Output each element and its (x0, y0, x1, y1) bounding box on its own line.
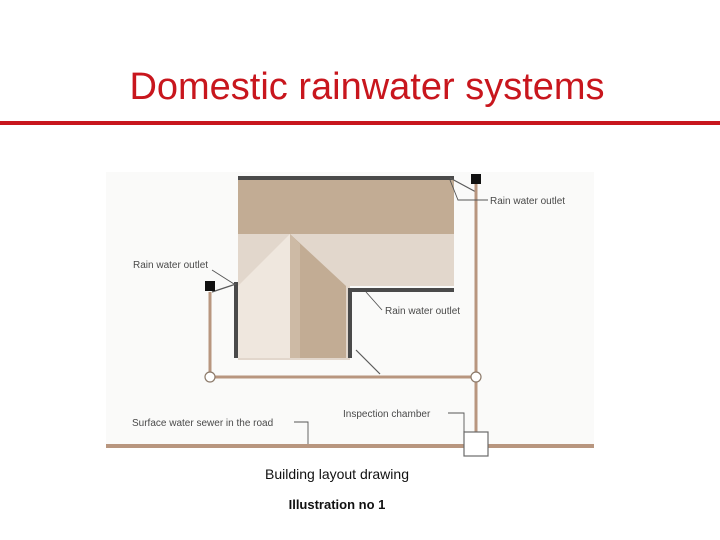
roof-main-section (238, 180, 454, 234)
pipe-bend-left (204, 371, 216, 383)
leader-inner (365, 291, 383, 311)
title-underline (0, 121, 720, 125)
downpipe-link-inner (355, 349, 381, 375)
label-outlet-inner: Rain water outlet (385, 306, 460, 317)
caption-illustration: Illustration no 1 (288, 497, 386, 512)
roof-hip-ridge-shade (290, 234, 300, 358)
pipe-bend-right (470, 371, 482, 383)
leader-top-right (449, 179, 488, 201)
label-surface-sewer: Surface water sewer in the road (132, 418, 273, 429)
outlet-top-right-icon (471, 174, 481, 184)
downpipe-link-top-right (449, 177, 477, 193)
gutter-inner (348, 288, 454, 358)
outlet-left-icon (205, 281, 215, 291)
label-inspection-chamber: Inspection chamber (343, 409, 431, 420)
label-outlet-left: Rain water outlet (133, 260, 208, 271)
caption-drawing: Building layout drawing (265, 466, 409, 482)
roof-hip-left (238, 234, 290, 358)
leader-surface-sewer (294, 421, 309, 444)
downpipe-link-left (211, 283, 237, 293)
roof-hip-right (290, 234, 346, 358)
inspection-chamber-icon (463, 431, 489, 457)
label-outlet-top-right: Rain water outlet (490, 196, 565, 207)
leader-left (211, 269, 235, 285)
slide-title: Domestic rainwater systems (129, 66, 605, 108)
leader-inspection-chamber (448, 412, 465, 432)
